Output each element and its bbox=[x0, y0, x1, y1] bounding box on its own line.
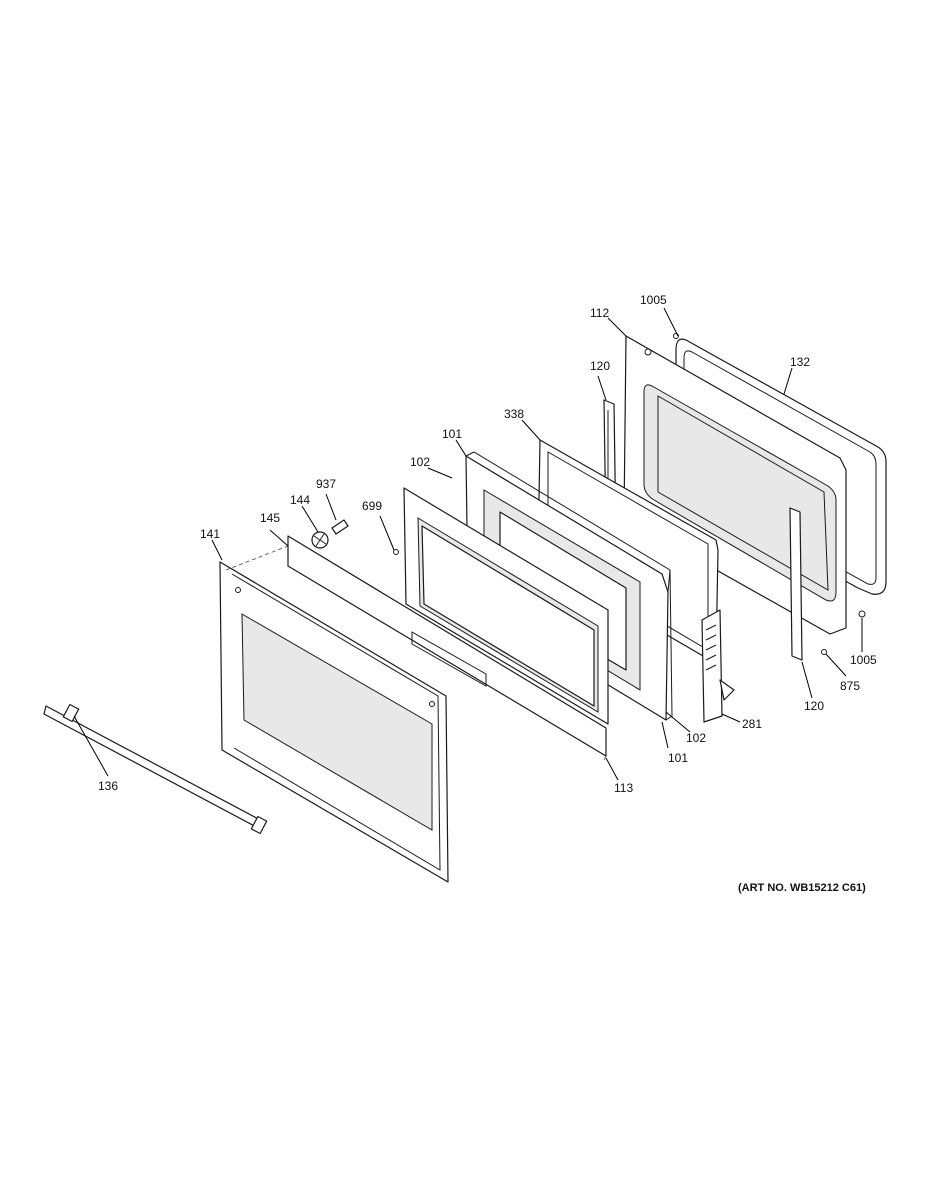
part-144-knob bbox=[311, 531, 329, 549]
callout-699: 699 bbox=[362, 499, 382, 513]
callout-112: 112 bbox=[590, 306, 609, 320]
callout-144: 144 bbox=[290, 493, 310, 507]
callout-120-bottom: 120 bbox=[804, 699, 824, 713]
callout-338: 338 bbox=[504, 407, 524, 421]
part-102-wrapper bbox=[403, 487, 609, 725]
callout-101-bottom: 101 bbox=[668, 751, 688, 765]
part-699-screw bbox=[393, 549, 399, 555]
part-1005-screw-top bbox=[673, 333, 679, 339]
callout-141: 141 bbox=[200, 527, 220, 541]
callout-102-top: 102 bbox=[410, 455, 430, 469]
part-281-hinge bbox=[701, 609, 735, 723]
art-number: (ART NO. WB15212 C61) bbox=[738, 882, 866, 894]
leader-lines bbox=[73, 307, 863, 781]
part-113-door-liner bbox=[287, 535, 607, 757]
part-1005-screw-right bbox=[858, 610, 866, 618]
callout-102-bottom: 102 bbox=[686, 731, 706, 745]
callout-281: 281 bbox=[742, 717, 762, 731]
callout-120-top: 120 bbox=[590, 359, 610, 373]
callout-1005-top: 1005 bbox=[640, 293, 667, 307]
part-120-hinge-bracket-bottom bbox=[789, 507, 803, 661]
part-875-screw bbox=[821, 649, 827, 655]
callout-145: 145 bbox=[260, 511, 280, 525]
callout-101-top: 101 bbox=[442, 427, 462, 441]
callout-1005-right: 1005 bbox=[850, 653, 877, 667]
part-136-handle bbox=[43, 703, 268, 835]
callout-136: 136 bbox=[98, 779, 118, 793]
callout-113: 113 bbox=[614, 781, 633, 795]
part-937-screw bbox=[331, 519, 349, 535]
callout-132: 132 bbox=[790, 355, 810, 369]
part-141-door-glass bbox=[219, 561, 449, 883]
callout-875: 875 bbox=[840, 679, 860, 693]
callout-937: 937 bbox=[316, 477, 336, 491]
